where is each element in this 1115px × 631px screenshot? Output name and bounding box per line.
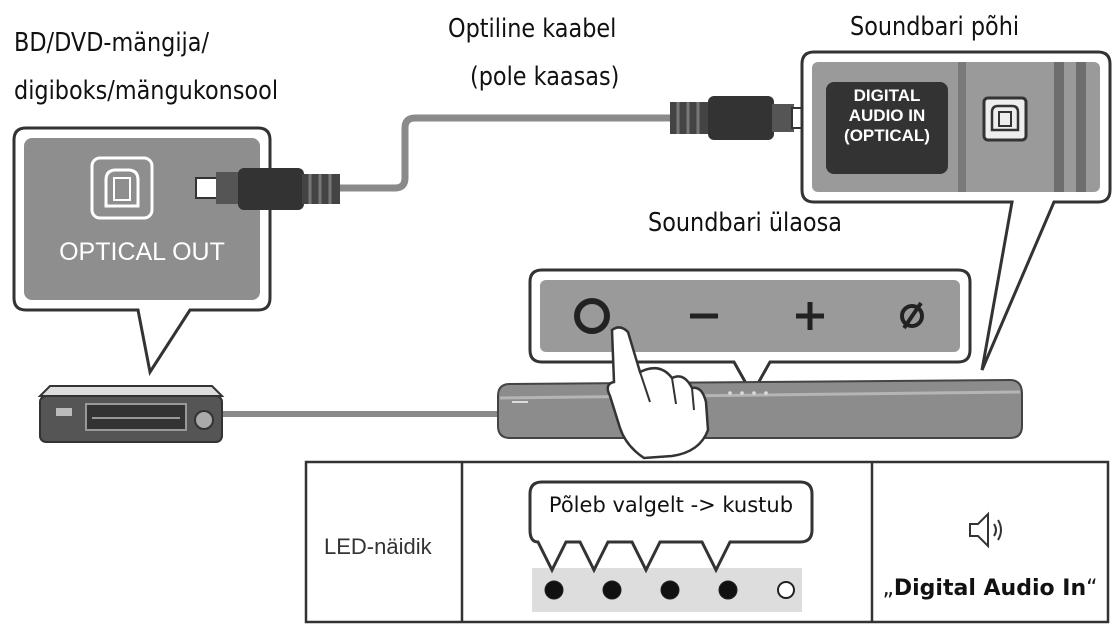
led-indicator-5 — [777, 581, 795, 599]
speaker-icon — [969, 511, 1002, 549]
optical-cable — [340, 114, 680, 192]
power-button-icon — [574, 298, 610, 334]
led-indicator-3 — [660, 580, 680, 600]
optical-port-icon — [90, 156, 154, 220]
soundbar-top-callout — [528, 268, 972, 398]
mode-name-label: „Digital Audio In“ — [872, 576, 1108, 601]
soundbar-top-label: Soundbari ülaosa — [648, 208, 842, 238]
source-device-label-line2: digiboks/mängukonsool — [14, 76, 279, 106]
volume-up-icon — [796, 302, 824, 330]
soundbar-bottom-callout — [800, 50, 1112, 371]
soundbar — [497, 378, 1023, 439]
mode-close-quote: “ — [1086, 576, 1098, 601]
mode-open-quote: „ — [882, 576, 894, 601]
cable-label-line1: Optiline kaabel — [448, 14, 617, 44]
led-callout-text: Põleb valgelt -> kustub — [548, 493, 794, 517]
mode-name: Digital Audio In — [893, 576, 1087, 601]
digital-audio-in-line2: AUDIO IN — [848, 106, 926, 125]
led-callout-bubble — [528, 480, 814, 574]
led-table — [304, 460, 1110, 624]
hand-pointer-icon — [606, 326, 710, 460]
digital-audio-in-line1: DIGITAL — [853, 86, 921, 105]
led-indicator-2 — [602, 580, 622, 600]
bluetooth-pair-icon — [900, 301, 924, 330]
source-device-label-line1: BD/DVD-mängija/ — [14, 28, 210, 58]
cable-label-line2: (pole kaasas) — [470, 62, 620, 92]
optical-plug-left — [195, 168, 340, 210]
optical-plug-right — [670, 96, 815, 140]
soundbar-bottom-label: Soundbari põhi — [850, 12, 1020, 42]
digital-audio-in-label: DIGITAL AUDIO IN (OPTICAL) — [826, 86, 948, 146]
bd-dvd-player — [37, 385, 225, 443]
optical-port-icon — [982, 96, 1028, 142]
digital-audio-in-line3: (OPTICAL) — [844, 126, 930, 145]
led-row-label: LED-näidik — [324, 534, 432, 559]
optical-out-label: OPTICAL OUT — [59, 238, 225, 266]
led-indicator-4 — [718, 580, 738, 600]
led-indicator-1 — [544, 580, 564, 600]
